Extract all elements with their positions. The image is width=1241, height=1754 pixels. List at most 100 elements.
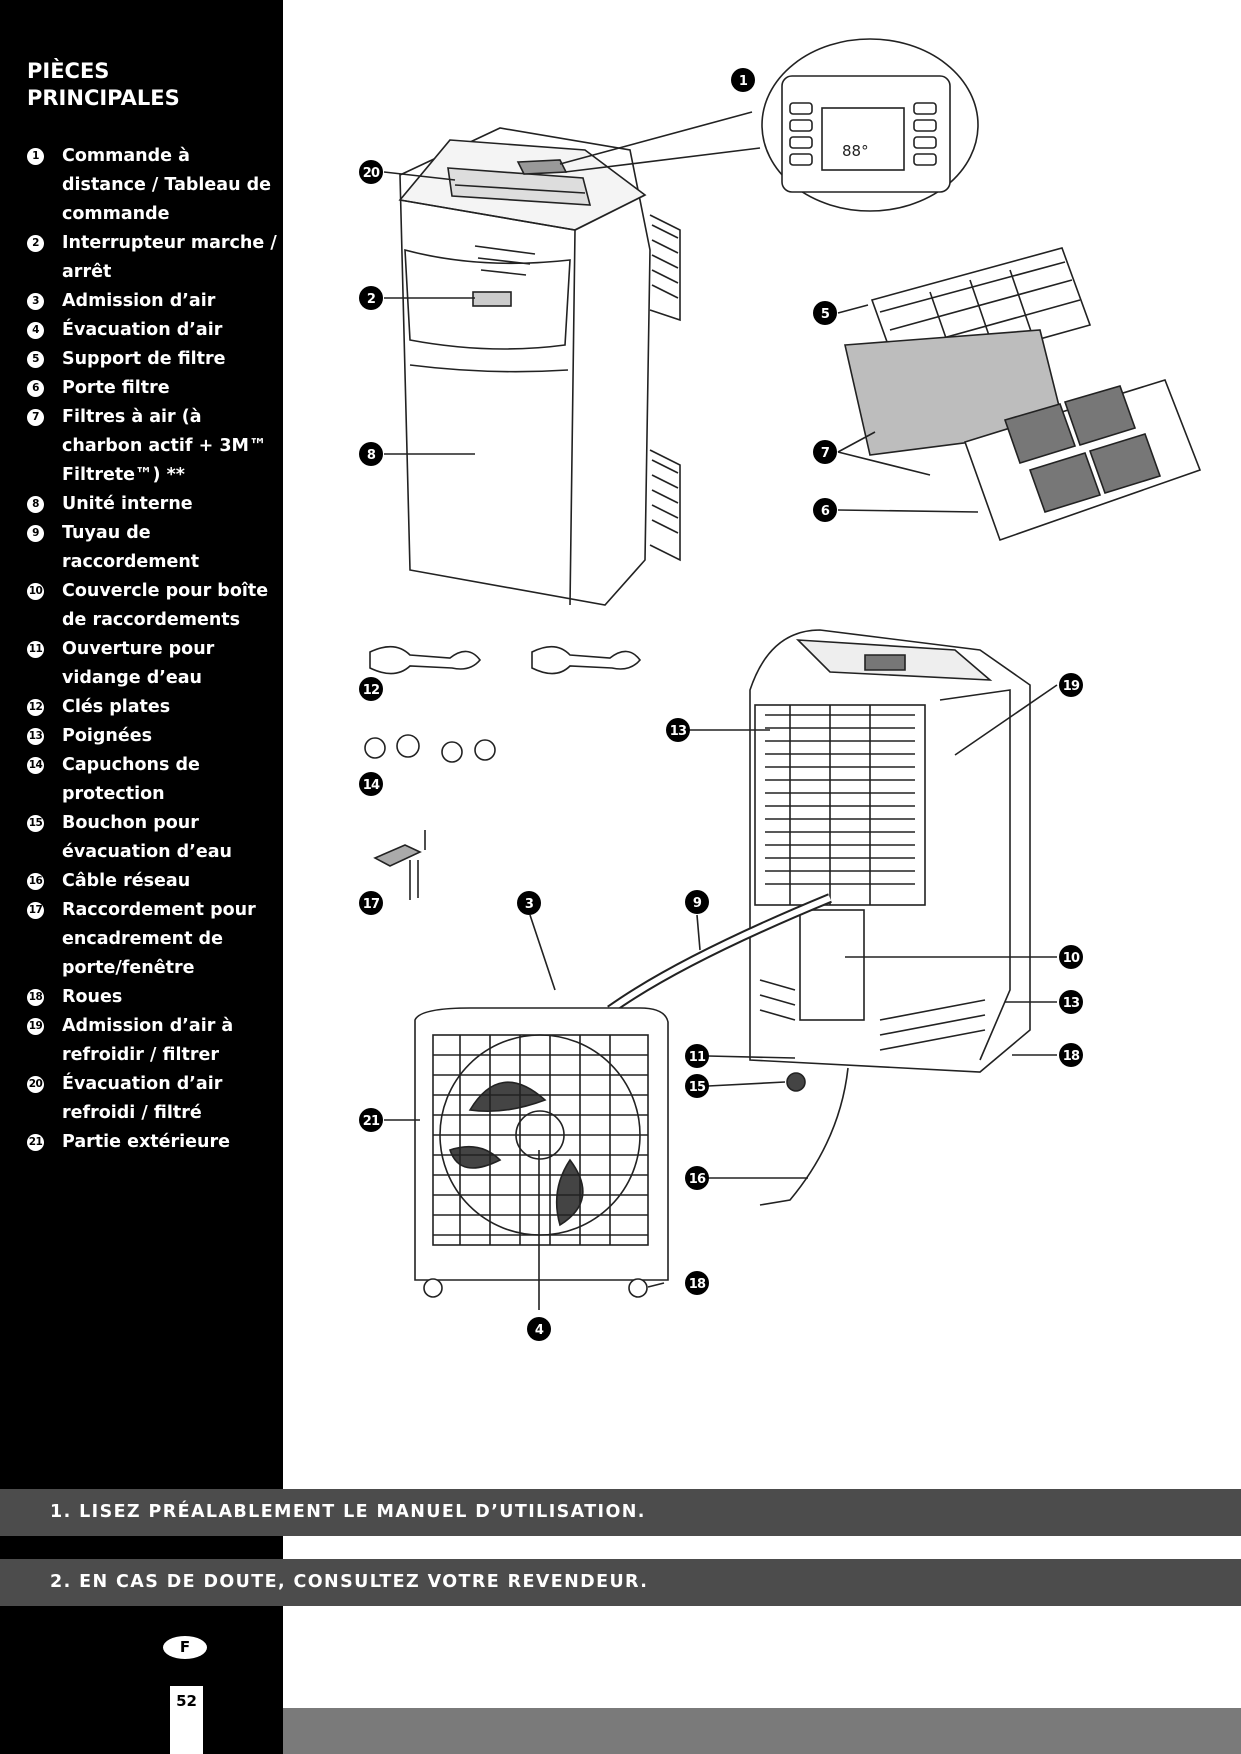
item-number: 7 <box>27 409 44 426</box>
item-number: 15 <box>27 815 44 832</box>
callout-marker: 11 <box>685 1044 709 1068</box>
callout-marker: 18 <box>685 1271 709 1295</box>
item-number: 19 <box>27 1018 44 1035</box>
svg-text:17: 17 <box>363 897 380 912</box>
callout-marker: 1 <box>731 68 755 92</box>
callout-marker: 18 <box>1059 1043 1083 1067</box>
item-number: 10 <box>27 583 44 600</box>
svg-text:13: 13 <box>670 724 687 739</box>
item-label: Câble réseau <box>62 871 191 891</box>
page-number: 52 <box>170 1686 203 1754</box>
item-label: Évacuation d’air <box>62 320 223 340</box>
callout-marker: 10 <box>1059 945 1083 969</box>
list-item: 18 Roues <box>27 983 277 1012</box>
svg-text:16: 16 <box>689 1172 706 1187</box>
svg-text:7: 7 <box>821 446 830 461</box>
list-item: 4 Évacuation d’air <box>27 316 277 345</box>
list-item: 3 Admission d’air <box>27 287 277 316</box>
list-item: 16 Câble réseau <box>27 867 277 896</box>
item-label: Capuchons de protection <box>62 755 200 804</box>
list-item: 10 Couvercle pour boîte de raccordements <box>27 577 277 635</box>
callout-marker: 7 <box>813 440 837 464</box>
callout-marker: 20 <box>359 160 383 184</box>
callout-marker: 4 <box>527 1317 551 1341</box>
svg-text:18: 18 <box>1063 1049 1080 1064</box>
callout-markers: 1 20 2 8 5 7 6 12 14 17 13 19 3 9 10 13 … <box>359 68 1083 1341</box>
item-number: 4 <box>27 322 44 339</box>
callout-leaders <box>383 171 1058 1310</box>
item-label: Porte filtre <box>62 378 170 398</box>
callout-marker: 17 <box>359 891 383 915</box>
item-label: Interrupteur marche / arrêt <box>62 233 277 282</box>
callout-marker: 14 <box>359 772 383 796</box>
item-label: Unité interne <box>62 494 193 514</box>
svg-text:1: 1 <box>739 74 748 89</box>
svg-text:21: 21 <box>363 1114 380 1129</box>
item-label: Évacuation d’air refroidi / filtré <box>62 1074 223 1123</box>
notice-text: 1. LISEZ PRÉALABLEMENT LE MANUEL D’UTILI… <box>50 1502 646 1522</box>
callout-marker: 19 <box>1059 673 1083 697</box>
item-label: Poignées <box>62 726 152 746</box>
callout-marker: 12 <box>359 677 383 701</box>
item-number: 14 <box>27 757 44 774</box>
item-number: 21 <box>27 1134 44 1151</box>
item-number: 17 <box>27 902 44 919</box>
list-item: 20 Évacuation d’air refroidi / filtré <box>27 1070 277 1128</box>
outdoor-unit <box>414 1007 669 1298</box>
notice-band: 1. LISEZ PRÉALABLEMENT LE MANUEL D’UTILI… <box>0 1489 1241 1536</box>
callout-marker: 13 <box>1059 990 1083 1014</box>
item-label: Bouchon pour évacuation d’eau <box>62 813 232 862</box>
filter-stack <box>844 247 1202 542</box>
item-number: 18 <box>27 989 44 1006</box>
indoor-unit-front <box>398 127 681 606</box>
list-item: 17 Raccordement pour encadrement de porte… <box>27 896 277 983</box>
item-number: 20 <box>27 1076 44 1093</box>
item-label: Tuyau de raccordement <box>62 523 200 572</box>
item-label: Admission d’air <box>62 291 216 311</box>
svg-text:9: 9 <box>693 896 702 911</box>
svg-text:19: 19 <box>1063 679 1080 694</box>
item-number: 16 <box>27 873 44 890</box>
svg-text:3: 3 <box>525 897 534 912</box>
svg-text:5: 5 <box>821 307 830 322</box>
svg-text:12: 12 <box>363 683 380 698</box>
item-label: Support de filtre <box>62 349 226 369</box>
item-label: Roues <box>62 987 123 1007</box>
list-item: 9 Tuyau de raccordement <box>27 519 277 577</box>
callout-marker: 6 <box>813 498 837 522</box>
accessories <box>364 645 642 900</box>
svg-text:18: 18 <box>689 1277 706 1292</box>
svg-text:2: 2 <box>367 292 375 307</box>
list-item: 15 Bouchon pour évacuation d’eau <box>27 809 277 867</box>
callout-marker: 3 <box>517 891 541 915</box>
svg-text:4: 4 <box>535 1323 544 1338</box>
item-number: 9 <box>27 525 44 542</box>
svg-text:8: 8 <box>367 448 376 463</box>
callout-marker: 5 <box>813 301 837 325</box>
svg-text:10: 10 <box>1063 951 1080 966</box>
item-number: 12 <box>27 699 44 716</box>
item-label: Couvercle pour boîte de raccordements <box>62 581 269 630</box>
page-title: PIÈCES PRINCIPALES <box>27 59 180 110</box>
item-label: Ouverture pour vidange d’eau <box>62 639 215 688</box>
item-label: Raccordement pour encadrement de porte/f… <box>62 900 256 978</box>
control-panel-zoom: 88° <box>559 38 979 212</box>
item-number: 3 <box>27 293 44 310</box>
item-label: Commande à distance / Tableau de command… <box>62 146 272 224</box>
callout-marker: 16 <box>685 1166 709 1190</box>
callout-marker: 8 <box>359 442 383 466</box>
display-readout: 88° <box>842 142 869 160</box>
item-label: Filtres à air (à charbon actif + 3M™ Fil… <box>62 407 267 485</box>
svg-text:11: 11 <box>689 1050 706 1065</box>
callout-marker: 21 <box>359 1108 383 1132</box>
